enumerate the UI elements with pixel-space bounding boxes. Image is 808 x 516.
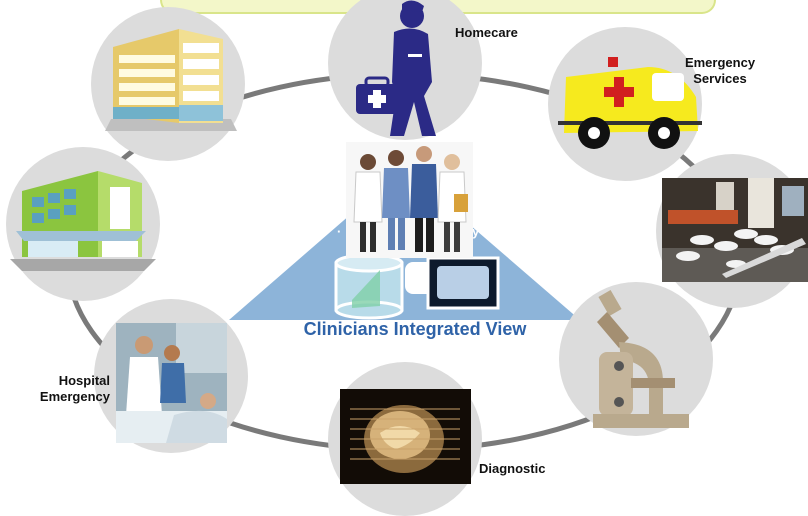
node-laboratory	[559, 282, 713, 436]
nurse-with-medical-bag-icon	[356, 0, 436, 136]
node-emergency-services	[548, 27, 702, 181]
center-title: Clinicians Integrated View	[303, 319, 527, 339]
label-hospital-emergency-line1: Hospital	[58, 373, 110, 388]
hospital-room-photo	[116, 323, 227, 443]
node-homecare	[328, 0, 482, 140]
label-hospital-emergency: Hospital Emergency	[20, 373, 110, 405]
node-office-building	[91, 7, 245, 161]
monitor-icon	[405, 256, 500, 310]
brain-mri-scan-photo	[340, 389, 471, 484]
label-emergency-services: Emergency Services	[680, 55, 760, 87]
label-diagnostic: Diagnostic	[479, 461, 546, 476]
label-emergency-services-line2: Services	[693, 71, 747, 86]
label-emergency-services-line1: Emergency	[684, 55, 756, 70]
clinicians-group-photo	[346, 142, 473, 258]
pills-medication-photo	[662, 178, 808, 282]
label-homecare: Homecare	[455, 25, 518, 40]
node-green-building	[6, 147, 160, 301]
green-building-icon	[10, 171, 156, 271]
ambulance-icon	[558, 57, 702, 149]
database-icon	[334, 253, 404, 320]
label-hospital-emergency-line2: Emergency	[39, 389, 110, 404]
hidden-text-fragment-right: y	[472, 224, 480, 239]
microscope-icon	[593, 289, 689, 428]
office-building-icon	[105, 29, 237, 131]
hidden-text-fragment-left: ·	[337, 224, 342, 239]
